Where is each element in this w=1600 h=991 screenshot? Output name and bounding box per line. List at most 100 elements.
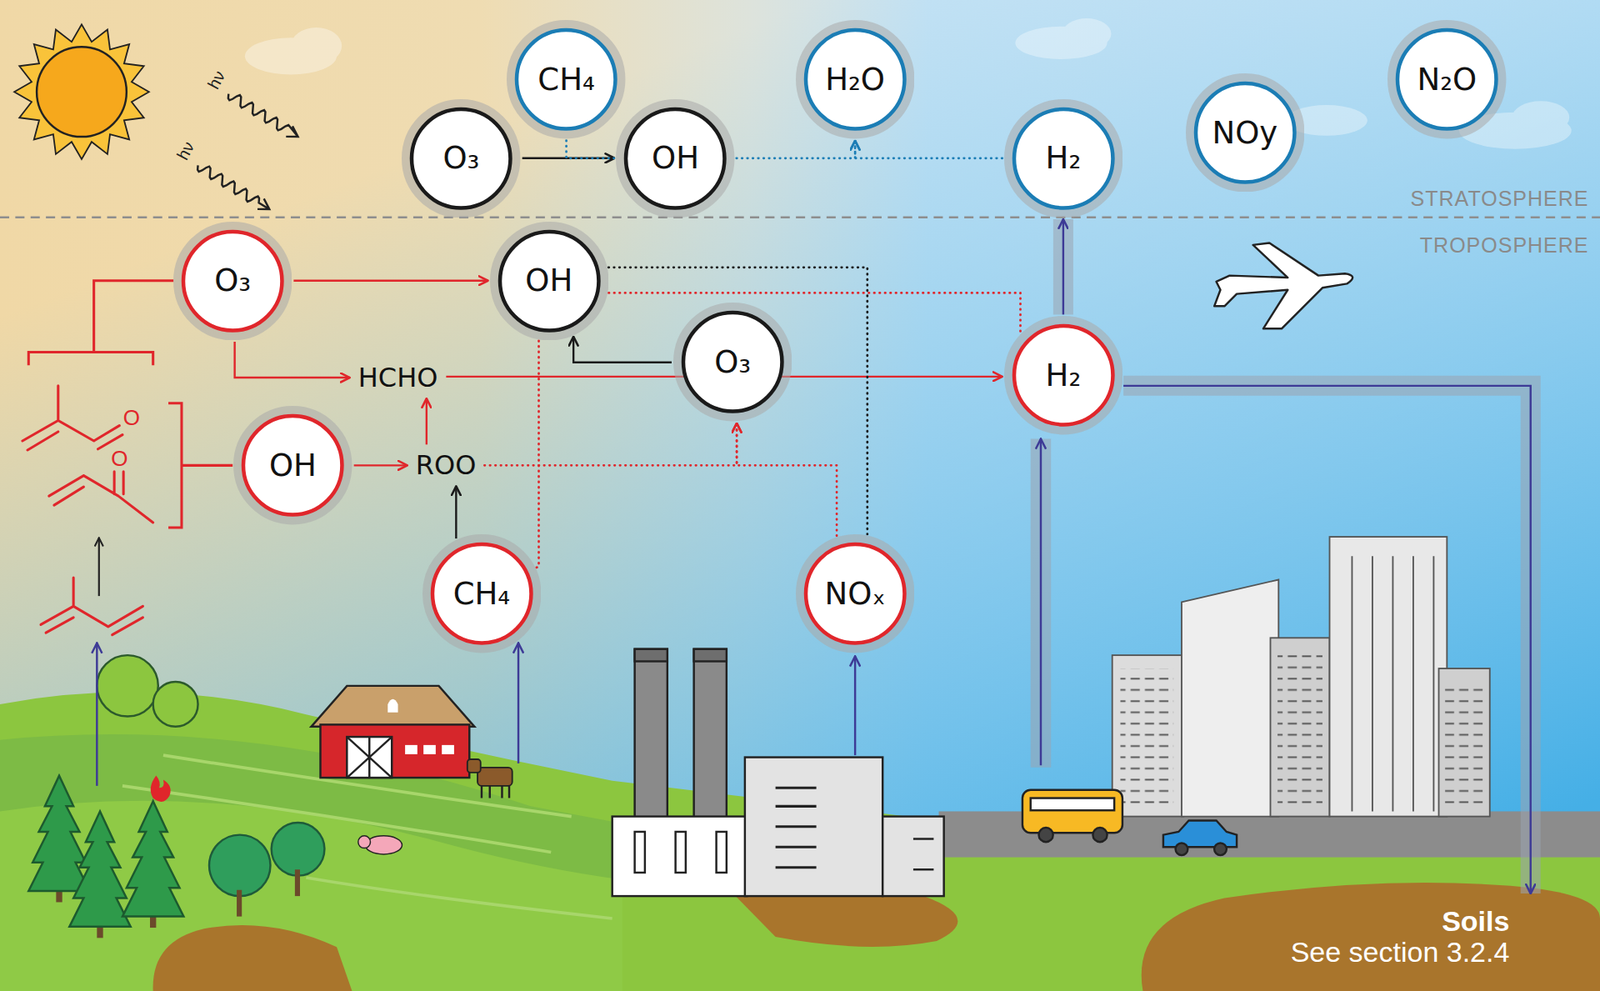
cow <box>467 759 513 799</box>
circle-ring <box>183 231 282 330</box>
circle-halo <box>178 226 287 335</box>
species-circle: H₂ <box>1004 315 1123 435</box>
molecule-structure <box>22 385 154 635</box>
reaction-arrow <box>522 157 615 160</box>
car <box>1163 820 1237 855</box>
species-name: CH₄ <box>453 575 511 612</box>
layer-name: TROPOSPHERE <box>1420 232 1590 257</box>
trees <box>69 810 130 938</box>
species-circle: OH <box>490 221 609 340</box>
factory <box>694 649 727 662</box>
car <box>1175 842 1189 855</box>
reaction-bracket <box>168 403 233 528</box>
tropopause-line <box>0 216 1600 219</box>
barn <box>346 736 392 778</box>
trees <box>122 800 184 928</box>
species-circle: O₃ <box>673 302 792 421</box>
species-circle: OH <box>615 99 735 218</box>
city <box>1270 637 1330 816</box>
car <box>1163 820 1237 847</box>
circle-halo <box>511 25 620 134</box>
circle-halo <box>620 104 730 213</box>
pig <box>358 835 403 855</box>
reaction-arrow <box>235 341 350 378</box>
trees <box>150 775 171 802</box>
circle-ring <box>805 544 905 643</box>
species-name: ROO <box>415 449 477 481</box>
hills <box>939 855 1600 991</box>
hills <box>0 800 623 991</box>
city <box>1181 580 1279 817</box>
barn <box>310 685 475 727</box>
reaction-arrow <box>1062 219 1065 315</box>
airplane <box>1214 242 1353 329</box>
species-circle: NOₓ <box>795 534 915 653</box>
soil-patch <box>1141 882 1600 991</box>
species-circle: CH₄ <box>422 534 541 653</box>
circle-ring <box>683 312 782 411</box>
connector-halo <box>1053 219 1074 315</box>
reaction-dotted-line <box>484 423 737 466</box>
trees <box>295 869 300 896</box>
species-circle: N₂O <box>1387 20 1506 139</box>
bus <box>1022 790 1123 833</box>
circle-ring <box>1195 83 1295 182</box>
circle-ring <box>625 109 725 208</box>
atom-label: O <box>110 445 128 471</box>
hills <box>122 755 613 919</box>
cow <box>481 785 510 799</box>
circle-ring <box>500 231 599 330</box>
reaction-dotted-line <box>736 140 855 159</box>
species-circle: CH₄ <box>506 20 625 139</box>
photon-label: hν <box>203 67 229 92</box>
factory <box>716 831 727 873</box>
species-name: H₂O <box>825 61 885 98</box>
emission-arrow <box>1040 439 1042 766</box>
circle-ring <box>432 544 531 643</box>
soil-patch <box>153 882 1600 991</box>
reaction-dotted-line <box>536 340 540 568</box>
photon-arrow <box>197 165 270 210</box>
bus <box>1022 790 1123 842</box>
city <box>1112 536 1490 817</box>
section-note: See section 3.2.4 <box>1290 936 1510 968</box>
circle-halo <box>495 226 604 335</box>
circle-halo <box>678 307 787 416</box>
factory <box>745 757 883 897</box>
city <box>1439 668 1490 817</box>
airplane <box>1214 242 1353 329</box>
factory <box>635 831 645 873</box>
circle-ring <box>1014 325 1113 425</box>
reaction-dotted-line <box>855 140 1003 159</box>
trees <box>236 890 242 917</box>
species-circle: H₂O <box>795 20 915 139</box>
species-label: ROO <box>410 446 483 484</box>
species-name: N₂O <box>1416 61 1477 98</box>
layer-name: STRATOSPHERE <box>1410 185 1590 210</box>
species-name: NOy <box>1212 115 1279 151</box>
factory <box>635 649 668 818</box>
reaction-arrow <box>573 336 672 363</box>
city <box>1351 555 1434 811</box>
bus <box>1039 827 1054 842</box>
trees <box>153 681 199 727</box>
circle-ring <box>1397 30 1496 129</box>
emission-arrow <box>95 642 98 785</box>
circle-ring <box>1014 109 1113 208</box>
barn <box>441 745 455 755</box>
circle-ring <box>805 30 905 129</box>
factory <box>775 787 817 868</box>
factory <box>612 649 945 896</box>
factory <box>675 831 686 873</box>
cow <box>467 759 481 773</box>
molecule-structure <box>22 385 123 450</box>
circle-halo <box>238 410 347 520</box>
emission-arrow <box>98 537 100 596</box>
photon-label: hν <box>173 138 199 163</box>
emission-arrow <box>517 642 520 763</box>
